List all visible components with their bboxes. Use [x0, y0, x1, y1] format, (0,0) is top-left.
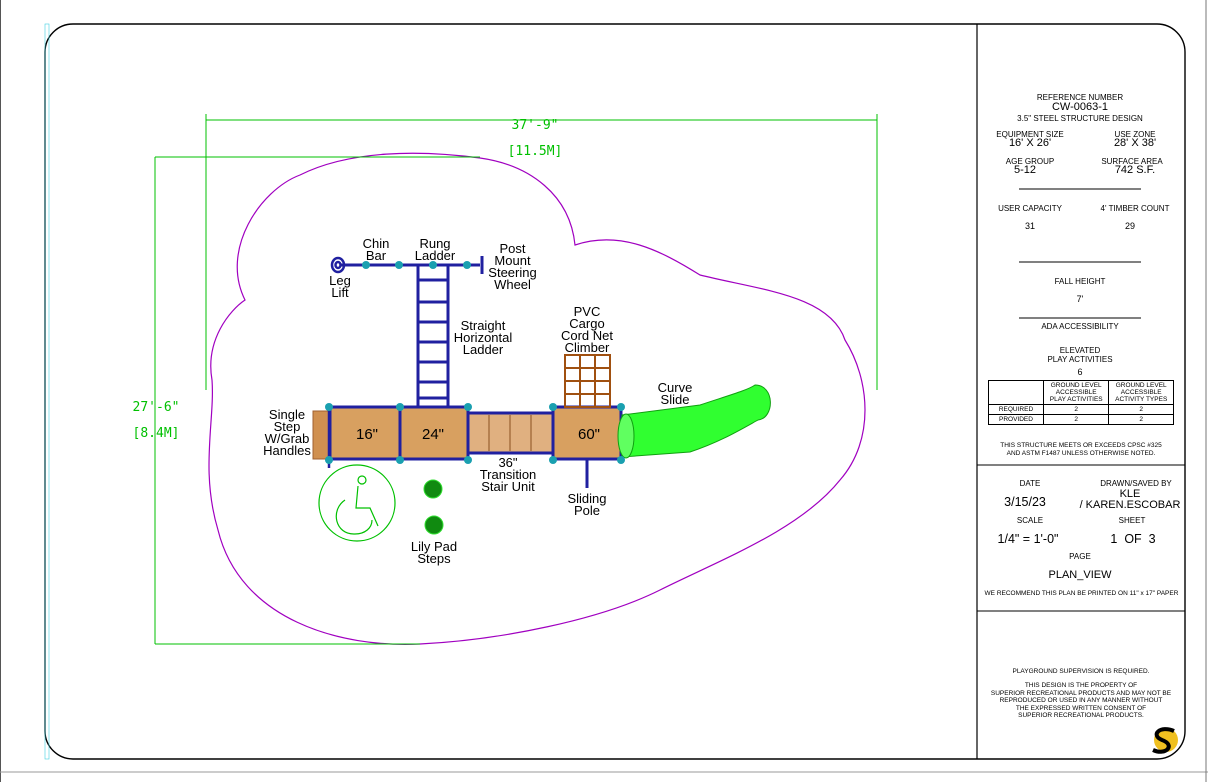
sliding-pole-label: Sliding Pole: [567, 491, 607, 518]
elevated-label: ELEVATED PLAY ACTIVITIES: [1047, 346, 1113, 364]
reference-number: CW-0063-1: [1051, 101, 1109, 113]
transition-stair-label: 36" Transition Stair Unit: [479, 455, 537, 494]
deck-24-label: 24": [422, 426, 445, 443]
width-value: 37'-9": [511, 118, 559, 133]
depth-value: 27'-6": [132, 400, 180, 415]
ada-cell: REQUIRED: [988, 404, 1044, 415]
steering-wheel-label: Post Mount Steering Wheel: [488, 241, 537, 292]
equipment-size-label: EQUIPMENT SIZE: [996, 130, 1064, 139]
ada-header-activities: GROUND LEVEL ACCESSIBLE PLAY ACTIVITIES: [1042, 380, 1110, 405]
date-label: DATE: [1019, 479, 1041, 488]
depth-dimension: [154, 156, 480, 645]
user-capacity: 31: [1024, 221, 1035, 231]
ada-cell: 2: [1108, 414, 1174, 425]
property-note: THIS DESIGN IS THE PROPERTY OF SUPERIOR …: [990, 682, 1172, 719]
ada-label: ADA ACCESSIBILITY: [1041, 322, 1119, 331]
date-value: 3/15/23: [1004, 495, 1046, 509]
age-group-label: AGE GROUP: [1005, 157, 1055, 166]
depth-dimension-label: 27'-6" [8.4M]: [131, 388, 181, 440]
fall-height-label: FALL HEIGHT: [1054, 277, 1106, 286]
ada-cell: 2: [1042, 414, 1110, 425]
use-zone: 28' X 38': [1113, 137, 1157, 149]
sheet-label: SHEET: [1118, 516, 1146, 525]
structure-design: 3.5" STEEL STRUCTURE DESIGN: [1017, 114, 1143, 123]
ada-cell: PROVIDED: [988, 414, 1044, 425]
use-zone-outline: [208, 152, 866, 645]
equipment-size: 16' X 26': [1008, 137, 1052, 149]
width-dimension: [205, 114, 878, 390]
width-metric-value: [11.5M]: [507, 144, 563, 159]
age-group: 5-12: [1013, 164, 1037, 176]
wheelchair-access-icon: [318, 464, 396, 542]
company-logo: [1152, 727, 1178, 754]
leg-lift-label: Leg Lift: [329, 273, 351, 300]
curve-slide-label: Curve Slide: [657, 380, 693, 407]
leg-lift-icon: [330, 256, 346, 274]
chin-bar-label: Chin Bar: [362, 236, 390, 263]
curve-slide: [621, 384, 771, 458]
scale-label: SCALE: [1016, 516, 1044, 525]
compliance-note: THIS STRUCTURE MEETS OR EXCEEDS CPSC #32…: [1000, 442, 1162, 457]
ada-cell: 2: [1042, 404, 1110, 415]
ada-row-provided: PROVIDED 2 2: [988, 414, 1174, 425]
ada-row-required: REQUIRED 2 2: [988, 404, 1174, 415]
timber-count-label: 4' TIMBER COUNT: [1100, 204, 1170, 213]
surface-area: 742 S.F.: [1114, 164, 1156, 176]
ada-cell: 2: [1108, 404, 1174, 415]
ada-header-types: GROUND LEVEL ACCESSIBLE ACTIVITY TYPES: [1108, 380, 1174, 405]
print-note: WE RECOMMEND THIS PLAN BE PRINTED ON 11"…: [984, 590, 1179, 597]
page-label: PAGE: [1069, 552, 1091, 561]
ada-table: GROUND LEVEL ACCESSIBLE PLAY ACTIVITIES …: [988, 380, 1174, 425]
single-step-label: Single Step W/Grab Handles: [263, 407, 311, 458]
cargo-net: [564, 354, 611, 408]
ada-table-header: GROUND LEVEL ACCESSIBLE PLAY ACTIVITIES …: [988, 380, 1174, 405]
page-value: PLAN_VIEW: [1048, 569, 1112, 581]
reference-label: REFERENCE NUMBER: [1036, 93, 1124, 102]
timber-count: 29: [1124, 221, 1135, 231]
width-dimension-label: 37'-9" [11.5M]: [505, 106, 565, 158]
drawn-by-label: DRAWN/SAVED BY: [1100, 479, 1172, 488]
deck-60-label: 60": [578, 426, 601, 443]
sheet-value: 1 OF 3: [1110, 532, 1156, 546]
fall-height: 7': [1076, 294, 1084, 304]
lily-pad-steps: [423, 479, 444, 535]
deck-16-label: 16": [356, 426, 379, 443]
use-zone-label: USE ZONE: [1114, 130, 1156, 139]
elevated-count: 6: [1077, 367, 1083, 377]
horizontal-ladder-label: Straight Horizontal Ladder: [453, 318, 513, 357]
supervision-note: PLAYGROUND SUPERVISION IS REQUIRED.: [1012, 668, 1150, 675]
user-capacity-label: USER CAPACITY: [998, 204, 1062, 213]
ada-header-blank: [988, 380, 1044, 405]
scale-value: 1/4" = 1'-0": [997, 532, 1059, 546]
surface-area-label: SURFACE AREA: [1101, 157, 1163, 166]
cargo-net-label: PVC Cargo Cord Net Climber: [560, 304, 614, 355]
deck-60: [552, 406, 622, 460]
posts: [325, 261, 625, 464]
rung-ladder-label: Rung Ladder: [414, 236, 456, 263]
depth-metric-value: [8.4M]: [132, 426, 180, 441]
drawn-by: KLE / KAREN.ESCOBAR: [1079, 488, 1181, 511]
lily-pad-label: Lily Pad Steps: [410, 539, 458, 566]
